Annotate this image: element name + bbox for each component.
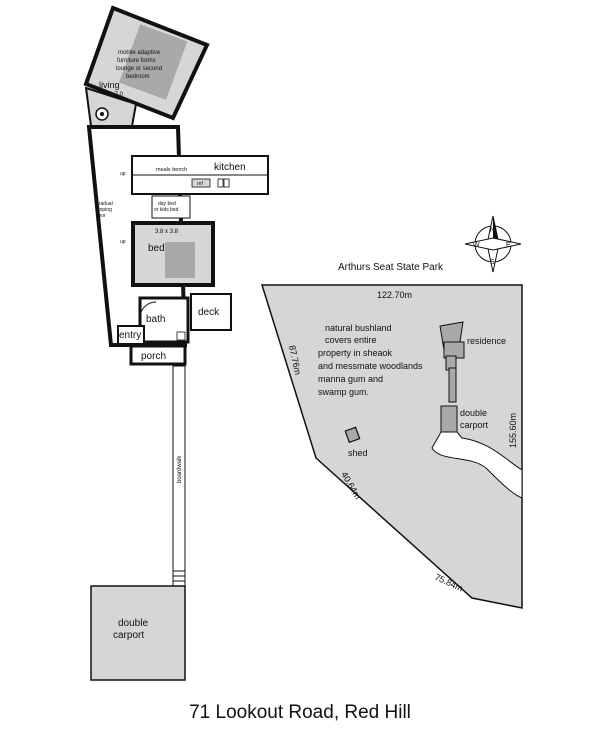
compass-s: S — [490, 259, 495, 266]
bath-door-swing — [139, 301, 157, 319]
dim-right: 155.60m — [508, 413, 518, 448]
living-furniture — [119, 24, 188, 100]
daybed-area — [151, 195, 191, 219]
slope-note-2: sloping — [96, 207, 112, 213]
compass-e: E — [506, 242, 511, 249]
residence-label: residence — [467, 336, 506, 346]
floorplan-carport-label-1: double — [118, 618, 148, 629]
dim-top: 122.70m — [377, 290, 412, 300]
bush-note-6: swamp gum. — [318, 387, 369, 397]
plan-drawing: mobile adaptive furniture forms lounge o… — [83, 5, 523, 681]
porch — [129, 344, 187, 366]
living-note-line-3: lounge or second — [116, 66, 162, 72]
property-boundary — [260, 284, 523, 609]
floor-plan: mobile adaptive furniture forms lounge o… — [83, 5, 269, 681]
living-note-line-4: bedroom — [126, 74, 150, 80]
site-carport-label-2: carport — [460, 420, 489, 430]
living-note-line-2: furniture forms — [117, 58, 156, 64]
entry — [117, 325, 145, 345]
slope-note-1: gradual — [96, 201, 113, 207]
floorplan-carport — [90, 585, 186, 681]
bed-up-label: up — [120, 239, 126, 245]
bush-note-2: covers entire — [325, 335, 377, 345]
fridge-icon — [191, 178, 211, 188]
wood-fire-center-icon — [100, 112, 104, 116]
driveway — [431, 431, 523, 499]
meals-bench-label: meals bench — [156, 167, 187, 173]
porch-label: porch — [141, 351, 166, 362]
deck-label: deck — [198, 307, 220, 318]
bush-note-4: and messmate woodlands — [318, 361, 423, 371]
bath-label: bath — [146, 314, 165, 325]
kitchen-label: kitchen — [214, 162, 246, 173]
park-label: Arthurs Seat State Park — [338, 262, 444, 273]
site-carport — [440, 405, 458, 433]
bush-note-5: manna gum and — [318, 374, 383, 384]
ref-label: ref — [197, 181, 203, 187]
entry-label: entry — [119, 330, 141, 341]
boardwalk-label: boardwalk — [177, 455, 183, 483]
living-dims: 5.0 x 7.0 — [100, 92, 124, 98]
living-note-line-1: mobile adaptive — [118, 50, 161, 56]
daybed-label-2: or kids bed — [154, 207, 179, 213]
shed — [344, 426, 361, 444]
deck — [190, 293, 232, 331]
daybed-label-1: day bed — [158, 201, 176, 207]
shed-label: shed — [348, 448, 368, 458]
bed-label: bed — [148, 243, 165, 254]
sink-icon — [217, 178, 224, 188]
site-carport-label-1: double — [460, 408, 487, 418]
bush-note-3: property in sheaok — [318, 348, 393, 358]
site-plan: N E S W Arthurs Seat State Park 122.70m … — [260, 215, 523, 609]
compass-w: W — [473, 242, 480, 249]
slope-note-3: floor — [96, 213, 106, 219]
bed-furniture — [165, 242, 195, 278]
floorplan-carport-label-2: carport — [113, 630, 144, 641]
toilet-icon — [176, 331, 186, 341]
address-caption: 71 Lookout Road, Red Hill — [189, 702, 411, 723]
residence-footprint — [439, 321, 465, 403]
cooktop-icon — [223, 178, 230, 188]
bed-dims: 3.8 x 3.8 — [155, 229, 179, 235]
bush-note-1: natural bushland — [325, 323, 392, 333]
kitchen-up-label: up — [120, 171, 126, 177]
living-label: living — [99, 80, 120, 90]
compass-n: N — [490, 227, 495, 234]
compass-icon: N E S W — [464, 215, 522, 273]
